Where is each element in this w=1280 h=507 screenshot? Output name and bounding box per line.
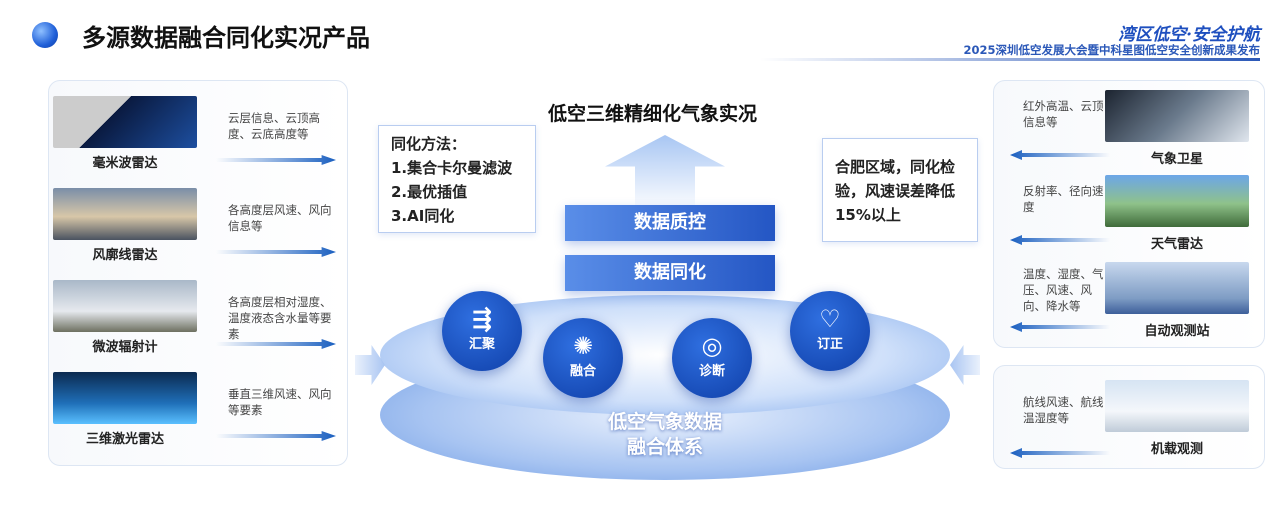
method-item: 2.最优插值 <box>391 183 468 201</box>
sensor-image <box>1105 90 1249 142</box>
brain-icon: ✺ <box>572 332 594 360</box>
sensor-image <box>53 372 197 424</box>
sensor-desc: 各高度层风速、风向信息等 <box>228 203 332 233</box>
sensor-image <box>1105 175 1249 227</box>
node-correct: ♡订正 <box>790 291 870 371</box>
sensor-label: 机载观测 <box>1150 442 1203 457</box>
sensor-desc: 垂直三维风速、风向等要素 <box>228 387 332 417</box>
sensor-label: 自动观测站 <box>1144 324 1210 339</box>
sensor-label: 微波辐射计 <box>92 340 158 355</box>
method-heading: 同化方法： <box>391 135 467 153</box>
sensor-desc: 反射率、径向速度 <box>1023 184 1104 214</box>
node-fusion: ✺融合 <box>543 318 623 398</box>
sensor-image <box>1105 380 1249 432</box>
sensor-desc: 云层信息、云顶高度、云底高度等 <box>228 111 320 141</box>
inflow-arrow-right-icon <box>950 345 980 385</box>
sensor-desc: 航线风速、航线温湿度等 <box>1023 395 1104 425</box>
data-qc-bar: 数据质控 <box>565 205 775 241</box>
node-aggregate: ⇶汇聚 <box>442 291 522 371</box>
sensor-label: 风廓线雷达 <box>92 248 158 263</box>
sensor-label: 三维激光雷达 <box>85 432 164 447</box>
sensor-label: 气象卫星 <box>1150 152 1203 167</box>
sensor-image <box>53 188 197 240</box>
sensor-desc: 各高度层相对湿度、温度液态含水量等要素 <box>228 295 332 341</box>
up-arrow-icon <box>605 135 725 205</box>
arrow-left-icon <box>1010 322 1110 332</box>
sensor-desc: 温度、湿度、气压、风速、风向、降水等 <box>1023 267 1104 313</box>
arrow-left-icon <box>1010 448 1110 458</box>
brand-slogan: 湾区低空·安全护航 <box>1118 25 1260 45</box>
heart-hands-icon: ♡ <box>819 305 841 333</box>
arrow-right-icon <box>216 339 336 349</box>
sensor-label: 天气雷达 <box>1150 237 1203 252</box>
arrow-right-icon <box>216 155 336 165</box>
page-title: 多源数据融合同化实况产品 <box>82 24 370 52</box>
sensor-image <box>1105 262 1249 314</box>
sensor-image <box>53 96 197 148</box>
header-rule <box>760 58 1260 61</box>
method-item: 3.AI同化 <box>391 207 455 225</box>
arrow-right-icon <box>216 247 336 257</box>
sensor-desc: 红外高温、云顶信息等 <box>1023 99 1104 129</box>
event-subtitle: 2025深圳低空发展大会暨中科星图低空安全创新成果发布 <box>963 43 1260 57</box>
method-box: 同化方法： 1.集合卡尔曼滤波 2.最优插值 3.AI同化 <box>378 125 536 233</box>
sensor-image <box>53 280 197 332</box>
sensor-label: 毫米波雷达 <box>92 156 158 171</box>
title-bullet-icon <box>32 22 58 48</box>
target-icon: ◎ <box>701 332 723 360</box>
output-title: 低空三维精细化气象实况 <box>548 103 758 125</box>
aggregate-icon: ⇶ <box>471 305 493 333</box>
arrow-left-icon <box>1010 150 1110 160</box>
method-item: 1.集合卡尔曼滤波 <box>391 159 513 177</box>
system-label: 低空气象数据融合体系 <box>607 411 722 458</box>
result-box: 合肥区域，同化检验，风速误差降低15%以上 <box>822 138 978 242</box>
arrow-right-icon <box>216 431 336 441</box>
arrow-left-icon <box>1010 235 1110 245</box>
data-assimilation-bar: 数据同化 <box>565 255 775 291</box>
node-diagnose: ◎诊断 <box>672 318 752 398</box>
